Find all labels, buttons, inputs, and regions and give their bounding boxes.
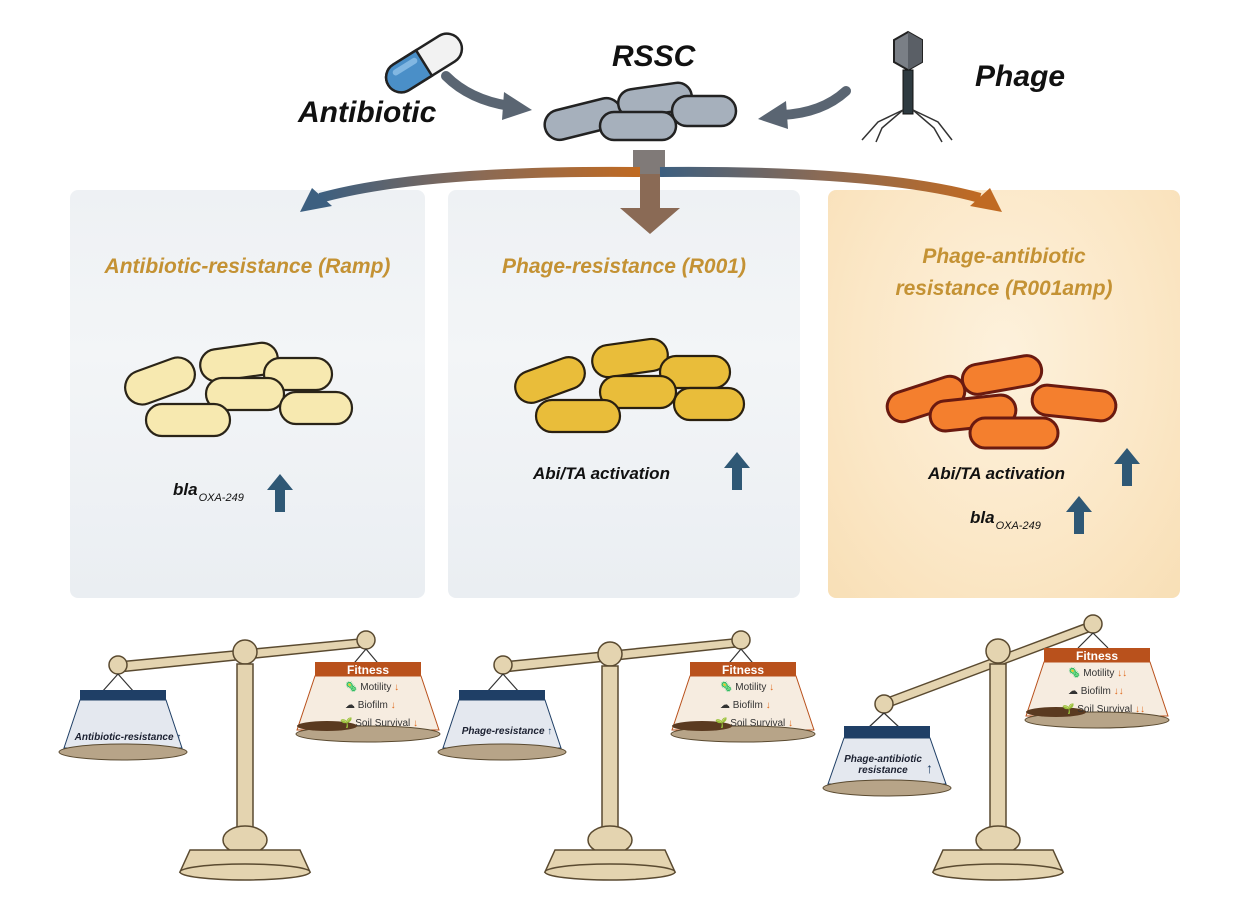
left-pan-icon	[437, 690, 567, 761]
gene-marker-bla: blaOXA-249	[970, 508, 1041, 532]
antibiotic-capsule-icon	[384, 32, 464, 94]
ramp-bacteria-cluster-icon	[124, 341, 354, 438]
fitness-label: Soil Survival	[1077, 704, 1133, 715]
down-arrow-icon: ↓↓	[1113, 686, 1124, 697]
fitness-item-biofilm: ☁ Biofilm ↓	[345, 700, 396, 711]
gene-marker-abi-ta: Abi/TA activation	[928, 464, 1065, 484]
balance-scale-2: Phage-resistance ↑ Fitness 🦠 Motility ↓ …	[425, 620, 825, 900]
fitness-item-soil-survival: 🌱 Soil Survival ↓	[715, 718, 794, 729]
pan-label-text: Antibiotic-resistance	[74, 732, 174, 743]
left-pan-label: Phage-antibiotic resistance	[838, 754, 928, 776]
panel-phage-antibiotic-resistance: Phage-antibiotic resistance (R001amp) Ab…	[828, 190, 1180, 598]
fitness-label: Biofilm	[1080, 686, 1111, 697]
gene-marker-abi-ta: Abi/TA activation	[533, 464, 670, 484]
scale-frame-icon	[867, 614, 1109, 881]
fitness-item-biofilm: ☁ Biofilm ↓	[720, 700, 771, 711]
fitness-item-biofilm: ☁ Biofilm ↓↓	[1068, 686, 1124, 697]
right-pan-icon	[1024, 648, 1170, 729]
pan-up-arrow-icon: ↑	[176, 732, 182, 743]
fitness-title: Fitness	[346, 663, 389, 677]
down-arrow-icon: ↓	[413, 718, 419, 729]
fitness-item-motility: 🦠 Motility ↓↓	[1068, 668, 1128, 679]
left-pan-label: Phage-resistance ↑	[447, 726, 567, 737]
left-pan-icon	[822, 726, 952, 797]
panel-title-line1: Phage-antibiotic	[922, 245, 1086, 268]
left-pan-icon	[58, 690, 188, 761]
pan-label-line1: Phage-antibiotic	[844, 754, 922, 765]
fitness-item-soil-survival: 🌱 Soil Survival ↓↓	[1062, 704, 1146, 715]
rssc-label: RSSC	[612, 40, 696, 73]
gene-name: Abi/TA activation	[928, 464, 1065, 483]
phage-to-rssc-arrow	[758, 86, 851, 129]
phage-label: Phage	[975, 60, 1066, 93]
right-pan-icon	[670, 662, 816, 743]
panel-title: Antibiotic-resistance (Ramp)	[104, 255, 391, 278]
right-branch-arrow	[659, 166, 982, 203]
branching-arrows	[300, 150, 1002, 234]
gene-name: bla	[970, 508, 995, 527]
gene-subscript: OXA-249	[995, 520, 1041, 532]
pan-up-arrow-icon: ↑	[547, 726, 553, 737]
fitness-label: Biofilm	[732, 700, 763, 711]
panel-phage-resistance: Phage-resistance (R001) Abi/TA activatio…	[448, 190, 800, 598]
fitness-label: Soil Survival	[730, 718, 786, 729]
rssc-bacteria-cluster-icon	[543, 81, 738, 142]
fitness-title: Fitness	[721, 663, 764, 677]
up-arrow-icon	[1114, 448, 1140, 486]
down-arrow-icon: ↓↓	[1135, 704, 1146, 715]
panel-title: Phage-resistance (R001)	[502, 255, 746, 278]
panel-title-line2: resistance (R001amp)	[895, 277, 1113, 300]
antibiotic-to-rssc-arrow	[441, 71, 532, 120]
center-branch-arrowhead	[620, 208, 680, 234]
down-arrow-icon: ↓	[788, 718, 794, 729]
fitness-label: Motility	[735, 682, 767, 693]
fitness-label: Biofilm	[357, 700, 388, 711]
down-arrow-icon: ↓↓	[1117, 668, 1128, 679]
r001-bacteria-cluster-icon	[514, 337, 746, 434]
phage-icon	[861, 30, 953, 143]
fitness-item-soil-survival: 🌱 Soil Survival ↓	[340, 718, 419, 729]
down-arrow-icon: ↓	[769, 682, 775, 693]
left-pan-label: Antibiotic-resistance ↑	[68, 732, 188, 743]
gene-marker-bla: blaOXA-249	[173, 480, 244, 504]
fitness-item-motility: 🦠 Motility ↓	[345, 682, 400, 693]
balance-scale-1: Antibiotic-resistance ↑ Fitness 🦠 Motili…	[40, 620, 441, 900]
fitness-label: Motility	[360, 682, 392, 693]
pan-label-line2: resistance	[858, 765, 908, 776]
up-arrow-icon	[724, 452, 750, 490]
balance-scale-3: Phage-antibiotic resistance ↑ Fitness 🦠 …	[810, 600, 1210, 900]
right-pan-icon	[295, 662, 441, 743]
pan-label-text: Phage-resistance	[461, 726, 545, 737]
antibiotic-label: Antibiotic	[298, 96, 437, 129]
down-arrow-icon: ↓	[394, 682, 400, 693]
down-arrow-icon: ↓	[765, 700, 771, 711]
scale-frame-icon	[101, 630, 383, 881]
gene-name: Abi/TA activation	[533, 464, 670, 483]
pan-up-arrow-icon: ↑	[926, 760, 933, 776]
fitness-item-motility: 🦠 Motility ↓	[720, 682, 775, 693]
fitness-label: Motility	[1083, 668, 1115, 679]
down-arrow-icon: ↓	[390, 700, 396, 711]
up-arrow-icon	[267, 474, 293, 512]
up-arrow-icon	[1066, 496, 1092, 534]
fitness-label: Soil Survival	[355, 718, 411, 729]
fitness-title: Fitness	[1075, 649, 1118, 663]
gene-name: bla	[173, 480, 198, 499]
gene-subscript: OXA-249	[198, 492, 244, 504]
r001amp-bacteria-cluster-icon	[885, 354, 1118, 450]
left-branch-arrow	[318, 166, 641, 203]
panel-antibiotic-resistance: Antibiotic-resistance (Ramp) blaOXA-249	[70, 190, 425, 598]
